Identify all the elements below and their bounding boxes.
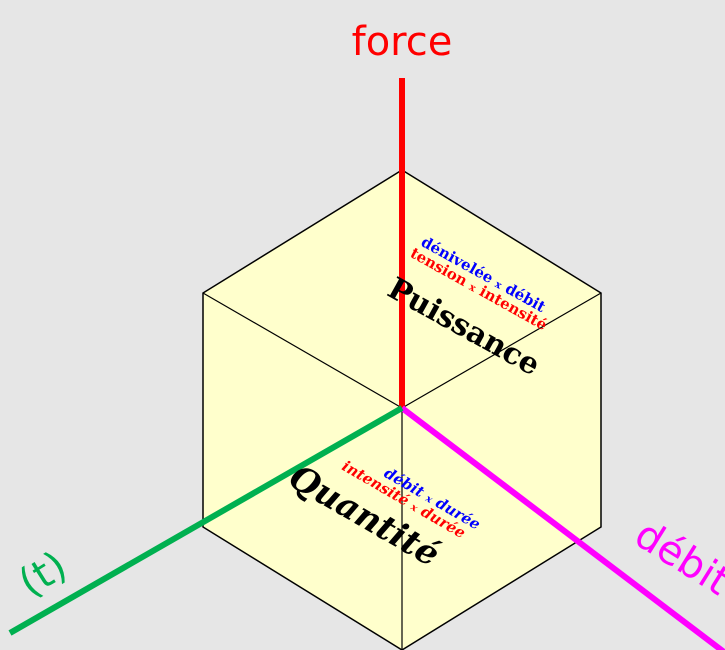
force-axis-label: force	[352, 19, 453, 65]
flow-axis	[400, 405, 725, 650]
cube-edge-top-right	[401, 292, 602, 409]
time-axis	[8, 405, 404, 636]
time-axis-label: (t)	[11, 543, 75, 607]
cube-edge-top-left	[202, 292, 403, 409]
